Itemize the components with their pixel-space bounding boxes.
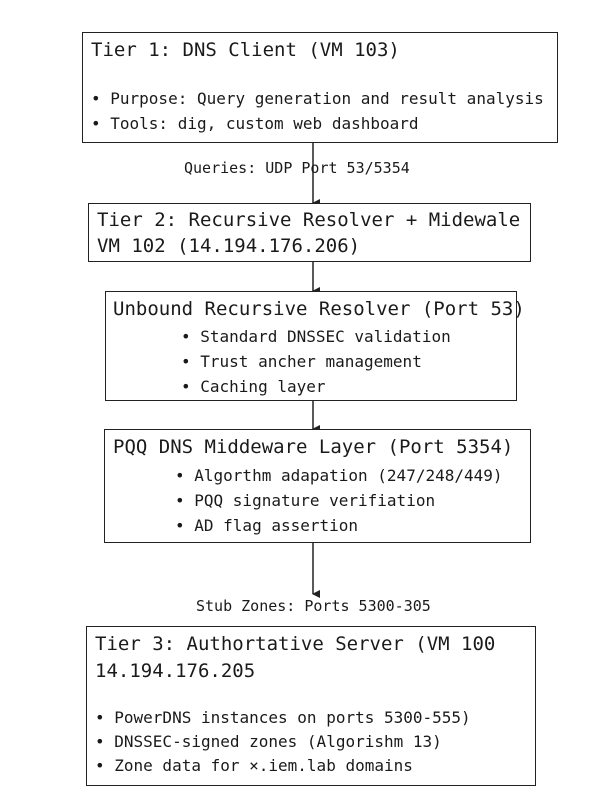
tier1-bullet-purpose: • Purpose: Query generation and result a…	[91, 89, 544, 108]
tier3-box: Tier 3: Authortative Server (VM 100 14.1…	[86, 626, 536, 786]
unbound-title: Unbound Recursive Resolver (Port 53)	[113, 298, 525, 320]
tier1-bullet-tools: • Tools: dig, custom web dashboard	[91, 114, 419, 133]
tier2-title-line1: Tier 2: Recursive Resolver + Midewale	[97, 209, 521, 231]
tier2-box: Tier 2: Recursive Resolver + Midewale VM…	[88, 203, 531, 262]
tier2-title-line2: VM 102 (14.194.176.206)	[97, 235, 361, 257]
unbound-bullet-trust-anchor: • Trust ancher management	[181, 352, 422, 371]
unbound-bullet-caching: • Caching layer	[181, 377, 326, 396]
tier3-title-line1: Tier 3: Authortative Server (VM 100	[95, 633, 496, 655]
middleware-title: PQQ DNS Middeware Layer (Port 5354)	[113, 436, 514, 458]
middleware-box: PQQ DNS Middeware Layer (Port 5354) • Al…	[104, 429, 531, 543]
tier1-box: Tier 1: DNS Client (VM 103) • Purpose: Q…	[82, 32, 558, 143]
tier3-title-line2: 14.194.176.205	[95, 660, 256, 682]
tier1-title: Tier 1: DNS Client (VM 103)	[91, 39, 400, 61]
unbound-resolver-box: Unbound Recursive Resolver (Port 53) • S…	[105, 291, 525, 401]
middleware-bullet-signature: • PQQ signature verifiation	[175, 491, 436, 510]
tier3-bullet-dnssec-zones: • DNSSEC-signed zones (Algorishm 13)	[95, 732, 442, 751]
tier3-bullet-powerdns: • PowerDNS instances on ports 5300-555)	[95, 708, 471, 727]
queries-link-label: Queries: UDP Port 53/5354	[184, 159, 410, 177]
unbound-bullet-validation: • Standard DNSSEC validation	[181, 327, 451, 346]
middleware-bullet-ad-flag: • AD flag assertion	[175, 516, 359, 535]
stub-zones-link-label: Stub Zones: Ports 5300-305	[196, 597, 431, 615]
tier3-bullet-zone-data: • Zone data for ×.iem.lab domains	[95, 756, 413, 775]
middleware-bullet-algorithm: • Algorthm adapation (247/248/449)	[175, 466, 503, 485]
